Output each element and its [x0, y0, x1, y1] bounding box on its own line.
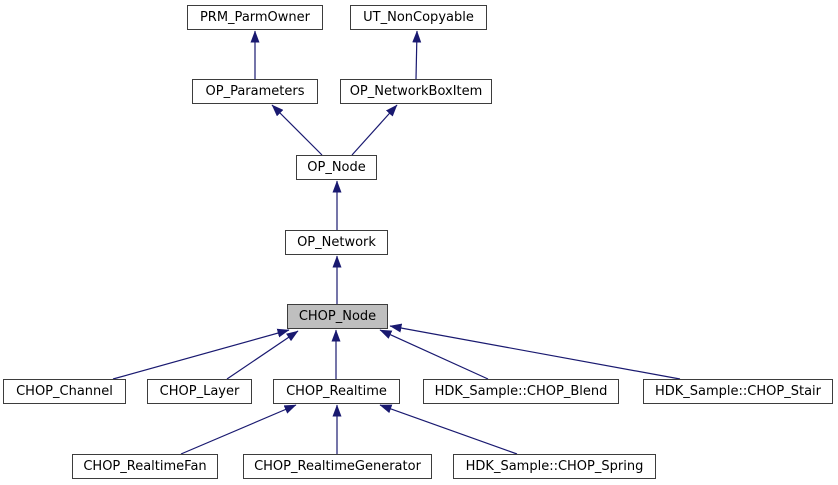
edge-op-node-to-op-networkboxitem: [351, 104, 398, 156]
class-node-op-parameters[interactable]: OP_Parameters: [192, 79, 318, 104]
edge-hdk-chop-blend-to-chop-node: [379, 329, 489, 380]
edge-op-node-to-op-parameters: [271, 104, 323, 156]
class-node-chop-realtimefan[interactable]: CHOP_RealtimeFan: [72, 454, 218, 479]
class-node-chop-layer[interactable]: CHOP_Layer: [147, 379, 252, 404]
edge-hdk-chop-spring-to-chop-realtime: [379, 404, 518, 455]
class-node-hdk-chop-blend[interactable]: HDK_Sample::CHOP_Blend: [423, 379, 619, 404]
class-node-chop-realtime[interactable]: CHOP_Realtime: [273, 379, 400, 404]
edge-hdk-chop-stair-to-chop-node: [389, 323, 681, 380]
class-node-hdk-chop-spring[interactable]: HDK_Sample::CHOP_Spring: [453, 454, 656, 479]
class-node-chop-realtimegenerator[interactable]: CHOP_RealtimeGenerator: [243, 454, 432, 479]
class-node-chop-channel[interactable]: CHOP_Channel: [3, 379, 126, 404]
class-node-op-networkboxitem[interactable]: OP_NetworkBoxItem: [340, 79, 492, 104]
edge-op-networkboxitem-to-ut-noncopyable: [412, 30, 422, 80]
class-node-chop-node: CHOP_Node: [287, 304, 388, 329]
class-node-op-network[interactable]: OP_Network: [285, 230, 388, 255]
edge-chop-realtimefan-to-chop-realtime: [180, 404, 297, 455]
edge-chop-channel-to-chop-node: [112, 328, 290, 380]
edge-chop-layer-to-chop-node: [226, 330, 299, 380]
class-node-op-node[interactable]: OP_Node: [296, 155, 377, 180]
class-node-hdk-chop-stair[interactable]: HDK_Sample::CHOP_Stair: [643, 379, 833, 404]
class-node-ut-noncopyable[interactable]: UT_NonCopyable: [350, 5, 487, 30]
class-node-prm-parmowner[interactable]: PRM_ParmOwner: [187, 5, 323, 30]
